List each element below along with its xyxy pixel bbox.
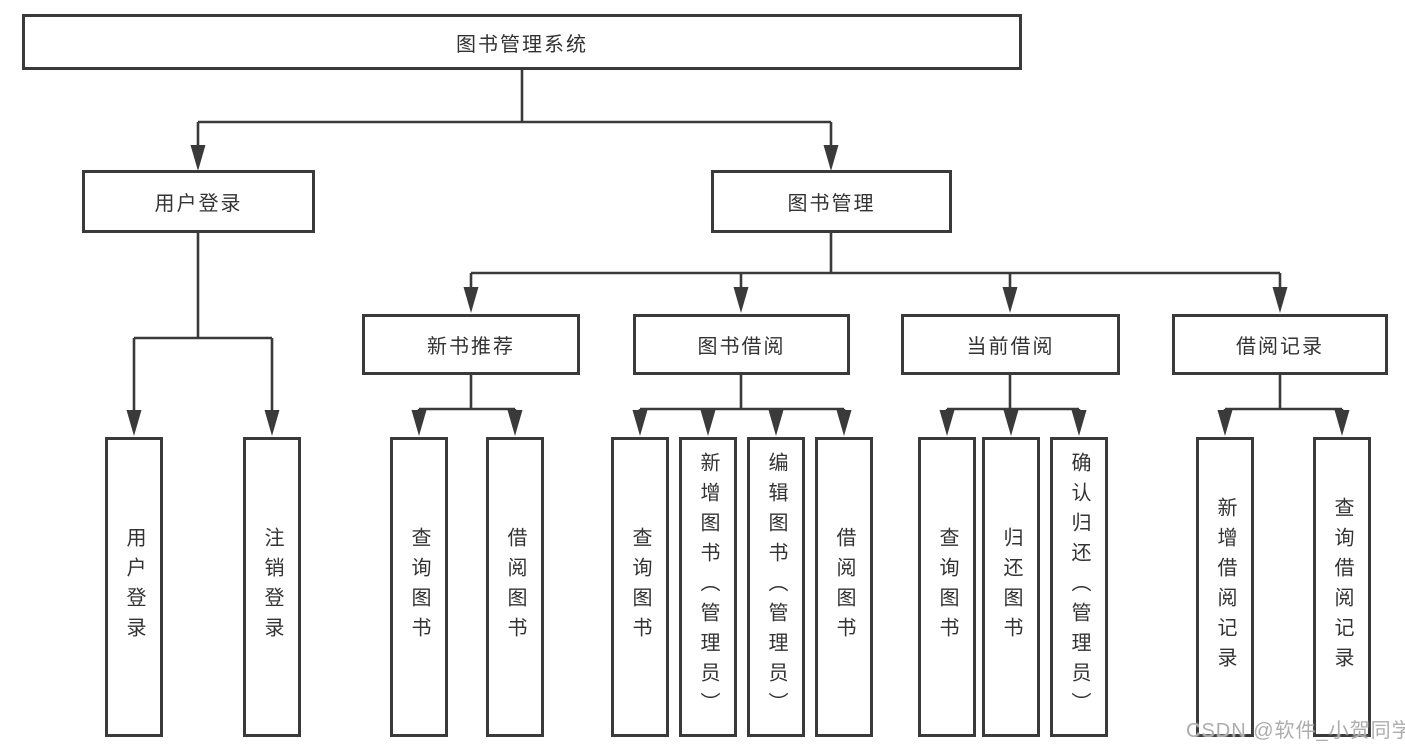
node-new-book-recommend: 新书推荐: [362, 314, 580, 375]
node-root-library-system: 图书管理系统: [22, 14, 1022, 70]
leaf-logout-login: 注销登录: [243, 437, 301, 737]
leaf-edit-books-admin: 编辑图书（管理员）: [747, 437, 805, 737]
leaf-query-borrow-record: 查询借阅记录: [1313, 437, 1371, 737]
node-book-management: 图书管理: [711, 170, 952, 233]
node-borrow-records: 借阅记录: [1172, 314, 1388, 375]
node-user-login: 用户登录: [82, 170, 315, 233]
leaf-return-books: 归还图书: [982, 437, 1040, 737]
csdn-watermark: CSDN @软件_小贺同学: [1186, 720, 1405, 742]
leaf-add-books-admin: 新增图书（管理员）: [679, 437, 737, 737]
node-current-borrow: 当前借阅: [901, 314, 1120, 375]
leaf-confirm-return-admin: 确认归还（管理员）: [1050, 437, 1108, 737]
node-book-borrow: 图书借阅: [633, 314, 850, 375]
leaf-add-borrow-record: 新增借阅记录: [1196, 437, 1254, 737]
leaf-query-books-recommend: 查询图书: [390, 437, 448, 737]
leaf-query-books-current: 查询图书: [918, 437, 976, 737]
leaf-borrow-books-recommend: 借阅图书: [486, 437, 544, 737]
leaf-query-books-borrow: 查询图书: [611, 437, 669, 737]
leaf-borrow-books-borrow: 借阅图书: [815, 437, 873, 737]
leaf-user-login: 用户登录: [105, 437, 163, 737]
